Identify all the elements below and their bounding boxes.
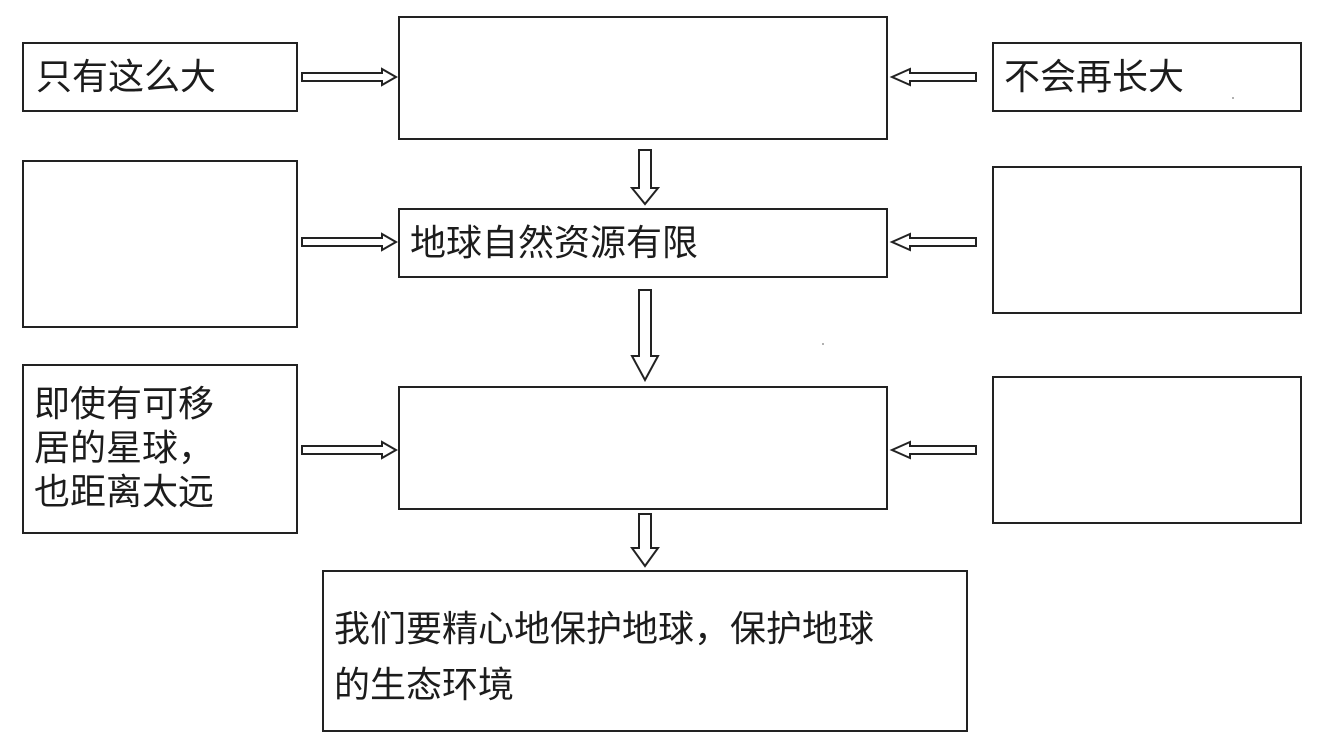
left-box-2 <box>22 160 298 328</box>
left-box-3 <box>22 364 298 534</box>
conclusion-box <box>322 570 968 732</box>
right-box-2 <box>992 166 1302 314</box>
scan-speck <box>822 343 824 345</box>
arrow-left-2 <box>889 232 977 252</box>
arrow-left-3 <box>889 440 977 460</box>
arrow-right-3 <box>301 440 399 460</box>
right-box-1 <box>992 42 1302 112</box>
center-box-3 <box>398 386 888 510</box>
conclusion-box-text: 我们要精心地保护地球，保护地球 的生态环境 <box>334 609 875 706</box>
arrow-right-2 <box>301 232 399 252</box>
right-box-1-text: 不会再长大 <box>1004 57 1185 98</box>
arrow-down-2 <box>630 289 660 383</box>
right-box-3 <box>992 376 1302 524</box>
center-box-2 <box>398 208 888 278</box>
center-box-1 <box>398 16 888 140</box>
arrow-down-1 <box>629 149 661 206</box>
arrow-down-3 <box>630 513 660 568</box>
left-box-1 <box>22 42 298 112</box>
left-box-3-text: 即使有可移 居的星球， 也距离太远 <box>34 384 215 513</box>
left-box-1-text: 只有这么大 <box>36 57 217 98</box>
arrow-left-1 <box>889 67 977 87</box>
scan-speck <box>1232 97 1234 99</box>
arrow-right-1 <box>301 67 399 87</box>
center-box-2-text: 地球自然资源有限 <box>410 223 699 264</box>
